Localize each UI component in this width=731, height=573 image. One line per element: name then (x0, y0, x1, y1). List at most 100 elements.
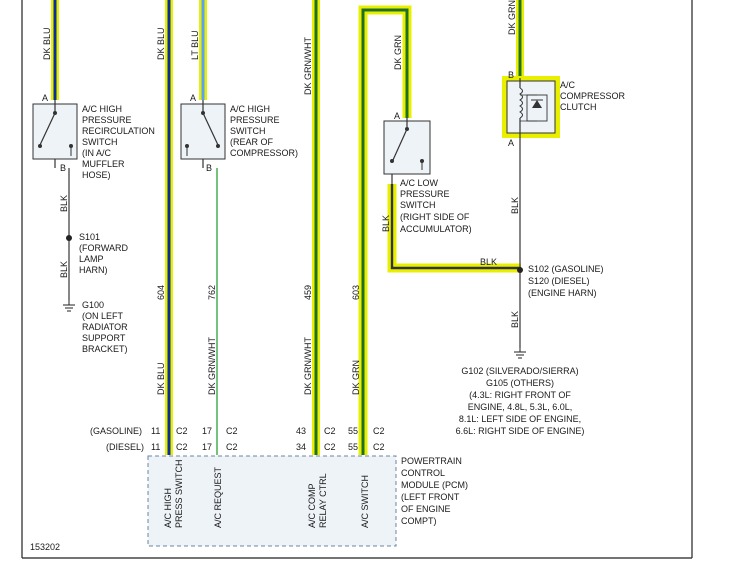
svg-text:17: 17 (202, 426, 212, 436)
wire-label-603-bottom: DK GRN (351, 360, 361, 395)
recirc-pin-a: A (42, 93, 48, 103)
svg-text:LAMP: LAMP (79, 254, 104, 264)
svg-text:(LEFT FRONT: (LEFT FRONT (401, 492, 460, 502)
svg-text:A/C REQUEST: A/C REQUEST (213, 466, 223, 528)
wire-603 (358, 5, 412, 455)
ground-g102 (514, 348, 526, 359)
low-switch-label: A/C LOW PRESSURE SWITCH (RIGHT SIDE OF A… (400, 178, 472, 234)
clutch-pin-b: B (508, 70, 514, 80)
connector-row-diesel: (DIESEL) 11 C2 17 C2 34 C2 55 C2 (106, 442, 385, 452)
wire-label-low-blk-a: BLK (381, 215, 391, 232)
wire-label-459-top: DK GRN/WHT (303, 37, 313, 95)
diagram-frame (21, 0, 693, 559)
svg-text:C2: C2 (226, 442, 238, 452)
svg-text:A/C SWITCH: A/C SWITCH (360, 475, 370, 528)
svg-text:S101: S101 (79, 232, 100, 242)
svg-text:G100: G100 (82, 300, 104, 310)
pcm-title: POWERTRAIN CONTROL MODULE (PCM) (LEFT FR… (401, 456, 468, 526)
svg-text:PRESSURE: PRESSURE (82, 115, 132, 125)
svg-text:OF ENGINE: OF ENGINE (401, 504, 451, 514)
clutch-label: A/C COMPRESSOR CLUTCH (560, 80, 626, 112)
wire-label-clutch-blk-b: BLK (510, 311, 520, 328)
wire-low-blk (387, 184, 521, 273)
rear-pin-b: B (206, 163, 212, 173)
svg-text:RECIRCULATION: RECIRCULATION (82, 126, 155, 136)
splice-s102 (517, 267, 523, 273)
wire-recirc-top (51, 0, 59, 100)
wire-rear-top (199, 0, 207, 100)
svg-text:C2: C2 (226, 426, 238, 436)
pcm-terminal-labels: A/C HIGH PRESS SWITCH A/C REQUEST A/C CO… (163, 459, 370, 528)
svg-text:A/C COMP: A/C COMP (307, 483, 317, 528)
svg-text:C2: C2 (176, 426, 188, 436)
svg-text:CONTROL: CONTROL (401, 468, 445, 478)
wire-label-604-top: DK BLU (156, 27, 166, 60)
svg-text:6.6L: RIGHT SIDE OF ENGINE): 6.6L: RIGHT SIDE OF ENGINE) (456, 426, 585, 436)
s102-label: S102 (GASOLINE) S120 (DIESEL) (ENGINE HA… (528, 264, 604, 298)
svg-text:HARN): HARN) (79, 265, 108, 275)
low-pin-a: A (394, 111, 400, 121)
svg-text:11: 11 (151, 442, 160, 452)
svg-text:A/C: A/C (560, 80, 576, 90)
svg-text:SWITCH: SWITCH (82, 137, 118, 147)
svg-text:(4.3L: RIGHT FRONT OF: (4.3L: RIGHT FRONT OF (469, 390, 571, 400)
svg-text:A/C HIGH: A/C HIGH (82, 104, 122, 114)
svg-text:(ENGINE HARN): (ENGINE HARN) (528, 288, 597, 298)
svg-text:C2: C2 (373, 426, 385, 436)
svg-text:(REAR OF: (REAR OF (230, 137, 274, 147)
svg-text:(RIGHT SIDE OF: (RIGHT SIDE OF (400, 212, 470, 222)
svg-text:RADIATOR: RADIATOR (82, 322, 128, 332)
wire-label-clutch-blk-a: BLK (510, 197, 520, 214)
svg-text:MODULE (PCM): MODULE (PCM) (401, 480, 468, 490)
svg-text:POWERTRAIN: POWERTRAIN (401, 456, 462, 466)
wire-clutch-top (516, 0, 524, 78)
svg-text:COMPRESSOR): COMPRESSOR) (230, 148, 298, 158)
svg-text:C2: C2 (324, 442, 336, 452)
pcm-box (147, 455, 397, 547)
svg-text:C2: C2 (324, 426, 336, 436)
wire-label-low-blk-b: BLK (480, 257, 497, 267)
svg-text:SWITCH: SWITCH (400, 200, 436, 210)
svg-text:(DIESEL): (DIESEL) (106, 442, 144, 452)
svg-text:55: 55 (348, 442, 358, 452)
low-switch-symbol (383, 118, 431, 184)
svg-text:(FORWARD: (FORWARD (79, 243, 128, 253)
wire-label-459-circuit: 459 (303, 285, 313, 300)
svg-text:PRESSURE: PRESSURE (400, 189, 450, 199)
svg-text:C2: C2 (373, 442, 385, 452)
wire-label-rear-top: LT BLU (190, 30, 200, 60)
compressor-clutch-symbol (502, 76, 560, 140)
recirc-switch-label: A/C HIGH PRESSURE RECIRCULATION SWITCH (… (82, 104, 155, 180)
wire-label-604-circuit: 604 (156, 285, 166, 300)
wire-604 (165, 0, 173, 455)
g100-label: G100 (ON LEFT RADIATOR SUPPORT BRACKET) (82, 300, 128, 354)
svg-text:G105 (OTHERS): G105 (OTHERS) (486, 378, 554, 388)
svg-text:55: 55 (348, 426, 358, 436)
rear-switch-symbol (180, 100, 226, 168)
figure-number: 153202 (30, 542, 60, 552)
svg-text:(IN A/C: (IN A/C (82, 148, 112, 158)
svg-text:S120 (DIESEL): S120 (DIESEL) (528, 276, 590, 286)
rear-switch-label: A/C HIGH PRESSURE SWITCH (REAR OF COMPRE… (230, 104, 298, 158)
svg-text:BRACKET): BRACKET) (82, 344, 128, 354)
wire-label-762-circuit: 762 (207, 285, 217, 300)
svg-text:G102 (SILVERADO/SIERRA): G102 (SILVERADO/SIERRA) (461, 366, 578, 376)
svg-text:S102 (GASOLINE): S102 (GASOLINE) (528, 264, 604, 274)
svg-text:C2: C2 (176, 442, 188, 452)
recirc-switch-symbol (32, 100, 78, 168)
svg-text:PRESS SWITCH: PRESS SWITCH (174, 459, 184, 528)
splice-s101 (66, 235, 72, 241)
wire-label-603-top: DK GRN (393, 35, 403, 70)
svg-text:43: 43 (296, 426, 306, 436)
wire-label-762-bottom: DK GRN/WHT (207, 337, 217, 395)
svg-text:(GASOLINE): (GASOLINE) (90, 426, 142, 436)
svg-text:11: 11 (151, 426, 160, 436)
wire-label-603-circuit: 603 (351, 285, 361, 300)
svg-text:8.1L: LEFT SIDE OF ENGINE,: 8.1L: LEFT SIDE OF ENGINE, (459, 414, 581, 424)
wire-label-clutch-top: DK GRN (507, 0, 517, 35)
svg-text:ENGINE, 4.8L, 5.3L, 6.0L,: ENGINE, 4.8L, 5.3L, 6.0L, (468, 402, 573, 412)
recirc-pin-b: B (60, 163, 66, 173)
svg-text:COMPT): COMPT) (401, 516, 437, 526)
